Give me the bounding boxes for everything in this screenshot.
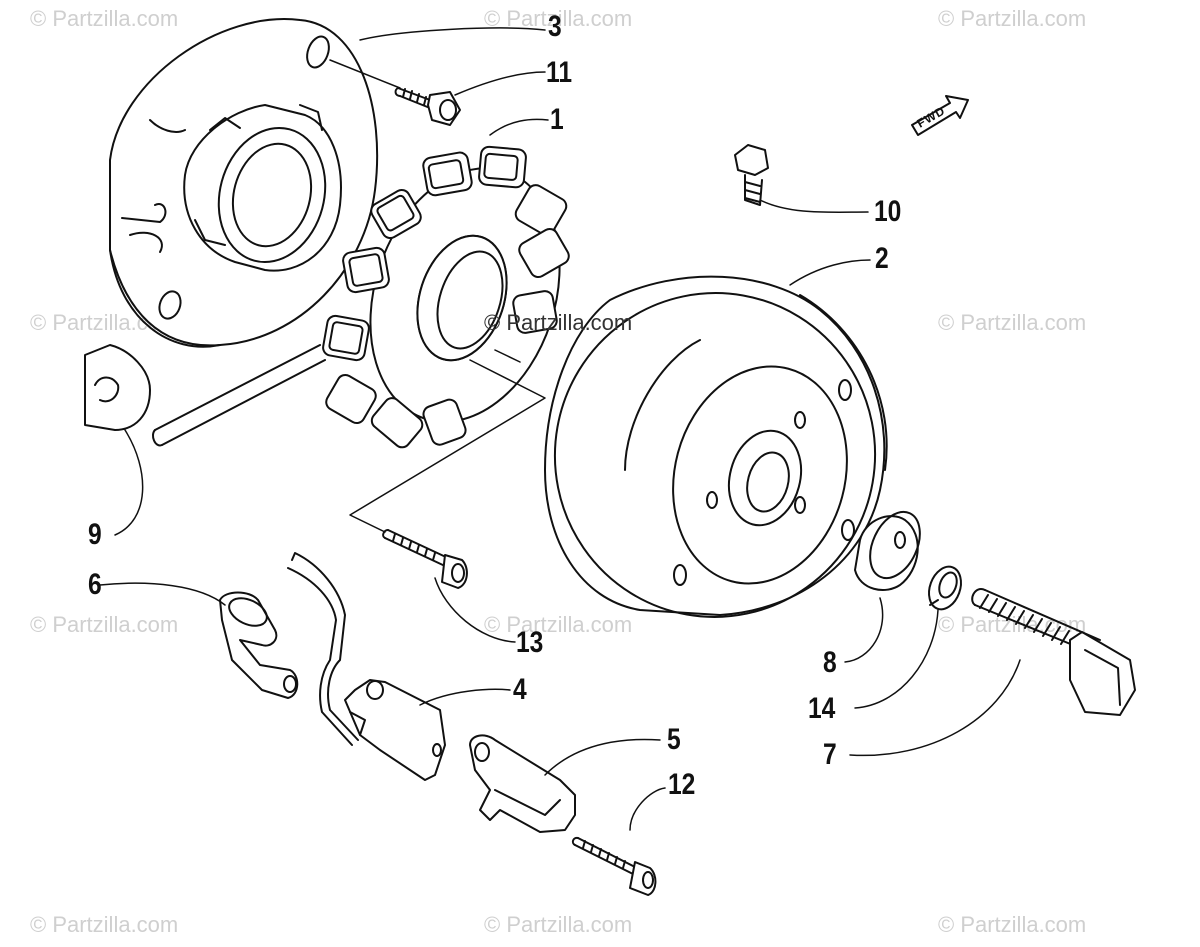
bracket-part-6	[219, 591, 299, 699]
center-watermark: © Partzilla.com	[484, 310, 633, 335]
watermark: © Partzilla.com	[484, 912, 633, 937]
bolt-part-11	[394, 87, 461, 126]
callout-13: 13	[516, 626, 544, 659]
watermark: © Partzilla.com	[30, 6, 179, 31]
callout-3: 3	[548, 10, 562, 43]
grommet-part-9	[84, 344, 326, 447]
callout-2: 2	[875, 242, 889, 275]
watermark: © Partzilla.com	[484, 6, 633, 31]
watermark: © Partzilla.com	[484, 612, 633, 637]
watermark: © Partzilla.com	[938, 310, 1087, 335]
callout-9: 9	[88, 518, 102, 551]
callout-5: 5	[667, 723, 681, 756]
bolt-part-10	[734, 144, 769, 206]
watermark: © Partzilla.com	[30, 912, 179, 937]
watermark: © Partzilla.com	[938, 912, 1087, 937]
callout-14: 14	[808, 692, 836, 725]
callout-12: 12	[668, 768, 696, 801]
washer-part-8	[854, 510, 921, 591]
screw-part-12	[571, 836, 657, 896]
callout-4: 4	[513, 673, 527, 706]
callout-10: 10	[874, 195, 902, 228]
watermark: © Partzilla.com	[938, 612, 1087, 637]
callout-6: 6	[88, 568, 102, 601]
fwd-arrow-icon	[911, 95, 969, 136]
leader-lines	[99, 27, 1021, 831]
stator-plate-part-3	[109, 18, 379, 348]
stator-coil-part-1	[322, 145, 570, 449]
callout-1: 1	[550, 103, 564, 136]
flywheel-part-2	[544, 275, 888, 618]
bolt-part-7	[971, 588, 1136, 716]
watermark: © Partzilla.com	[30, 612, 179, 637]
callout-11: 11	[546, 56, 573, 89]
callout-8: 8	[823, 646, 837, 679]
callout-7: 7	[823, 738, 837, 771]
pickup-coil-part-4	[287, 552, 446, 781]
watermark: © Partzilla.com	[938, 6, 1087, 31]
screw-part-13	[382, 529, 468, 589]
lock-washer-part-14	[928, 565, 962, 611]
clip-part-5	[469, 734, 576, 833]
